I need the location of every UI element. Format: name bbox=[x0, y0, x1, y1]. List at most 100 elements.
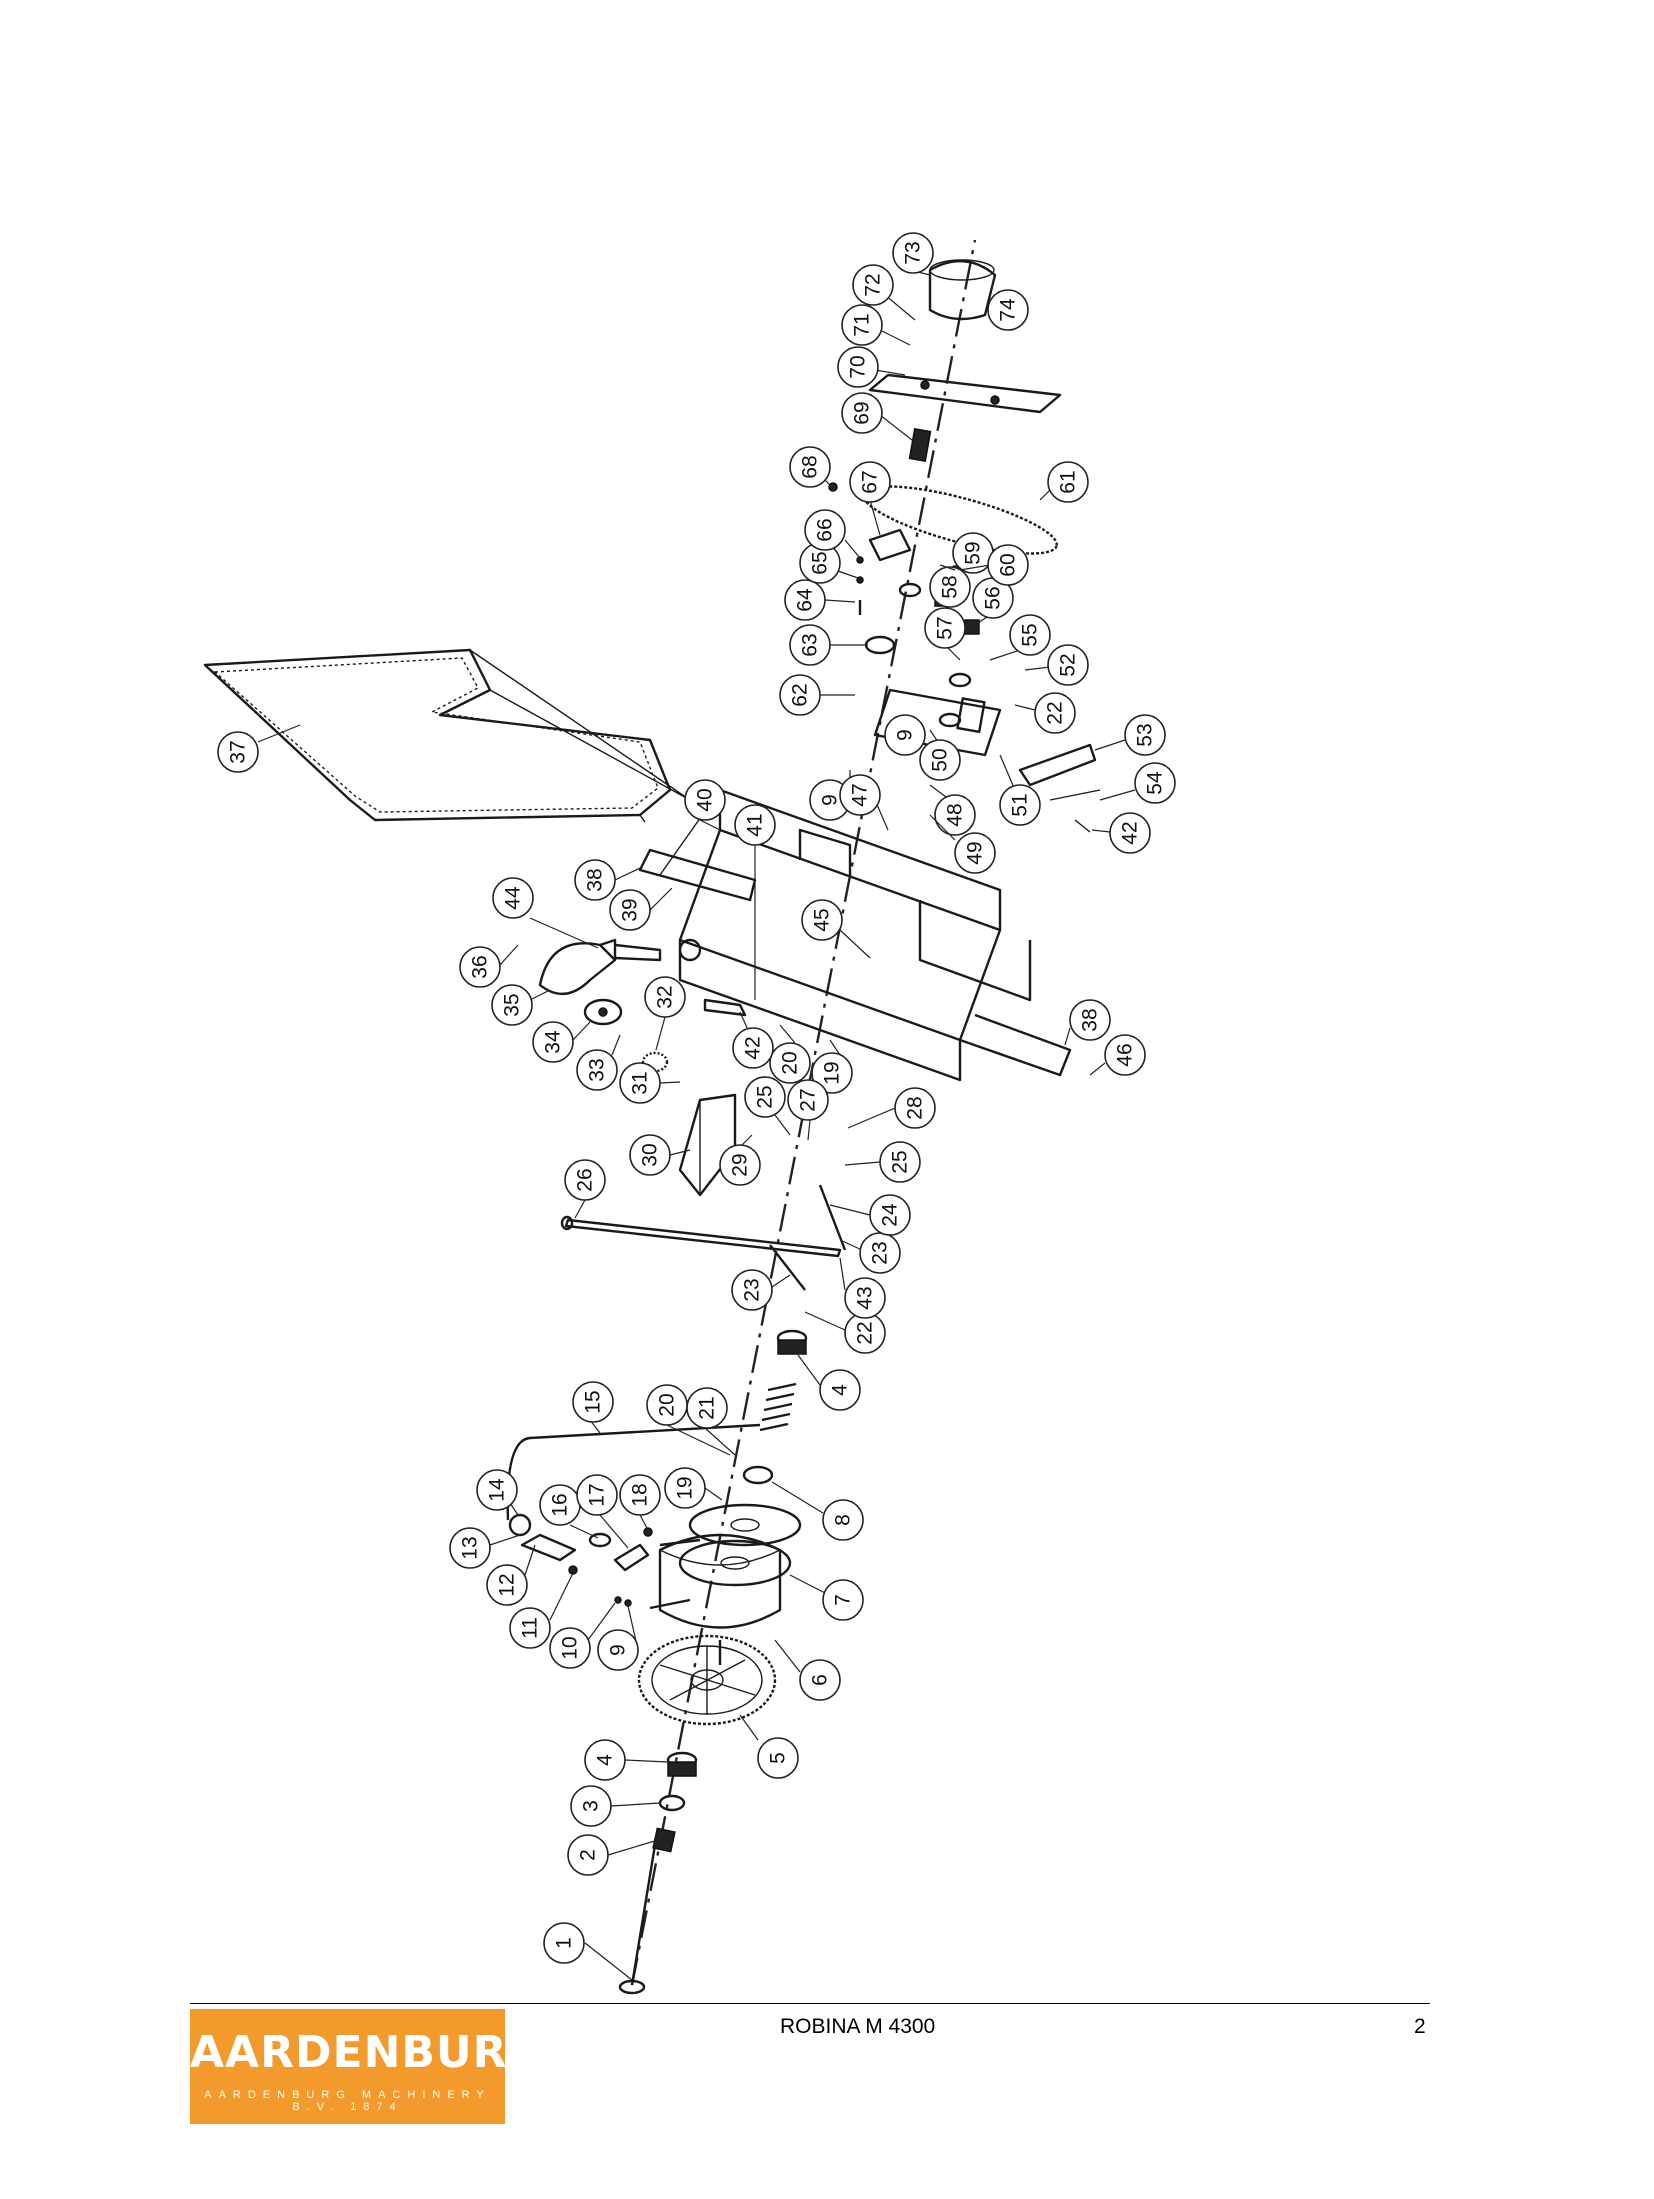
callout-59: 59 bbox=[939, 532, 994, 574]
svg-text:22: 22 bbox=[854, 1321, 877, 1344]
callout-14: 14 bbox=[476, 1469, 519, 1516]
callout-62: 62 bbox=[779, 674, 855, 716]
svg-text:17: 17 bbox=[586, 1483, 609, 1506]
callout-23a: 23 bbox=[731, 1269, 791, 1311]
svg-text:24: 24 bbox=[879, 1203, 902, 1227]
svg-text:23: 23 bbox=[741, 1278, 764, 1301]
callout-50: 50 bbox=[919, 729, 961, 781]
callout-36: 36 bbox=[459, 944, 519, 988]
part-top-assembly bbox=[868, 259, 1062, 463]
svg-text:5: 5 bbox=[767, 1752, 790, 1764]
svg-text:1: 1 bbox=[553, 1937, 576, 1949]
callout-30: 30 bbox=[629, 1134, 691, 1176]
svg-text:66: 66 bbox=[814, 518, 837, 541]
callout-31: 31 bbox=[619, 1062, 681, 1104]
callout-67: 67 bbox=[849, 461, 891, 536]
callout-38a: 38 bbox=[574, 859, 641, 901]
callout-12: 12 bbox=[486, 1544, 536, 1606]
svg-text:44: 44 bbox=[502, 886, 525, 910]
part-threaded-nut bbox=[652, 1827, 676, 1853]
svg-text:46: 46 bbox=[1114, 1043, 1137, 1066]
callout-24: 24 bbox=[829, 1194, 911, 1236]
svg-text:12: 12 bbox=[496, 1573, 519, 1596]
svg-text:28: 28 bbox=[904, 1096, 927, 1119]
callout-29: 29 bbox=[719, 1134, 761, 1186]
part-grid-tray bbox=[203, 648, 691, 823]
svg-text:22: 22 bbox=[1044, 701, 1067, 724]
svg-text:25: 25 bbox=[754, 1085, 777, 1108]
callout-41: 41 bbox=[734, 804, 776, 1000]
svg-text:43: 43 bbox=[854, 1286, 877, 1309]
svg-text:42: 42 bbox=[742, 1036, 765, 1059]
callout-42b: 42 bbox=[1091, 812, 1151, 854]
svg-text:48: 48 bbox=[944, 803, 967, 826]
callout-61: 61 bbox=[1039, 461, 1089, 503]
callout-18: 18 bbox=[619, 1474, 661, 1531]
page-number: 2 bbox=[1414, 2015, 1426, 2038]
part-ring bbox=[742, 1465, 774, 1485]
callout-66: 66 bbox=[804, 509, 861, 559]
svg-text:9: 9 bbox=[607, 1644, 630, 1656]
svg-text:15: 15 bbox=[582, 1390, 605, 1413]
callout-19b: 19 bbox=[811, 1039, 853, 1094]
svg-text:72: 72 bbox=[862, 273, 885, 296]
svg-text:25: 25 bbox=[889, 1150, 912, 1173]
svg-text:60: 60 bbox=[997, 553, 1020, 576]
callout-38b: 38 bbox=[1064, 999, 1111, 1046]
part-plate bbox=[583, 998, 623, 1026]
part-arm bbox=[769, 1184, 847, 1291]
exploded-parts-diagram: 1 2 3 4 4 5 6 7 8 9 9 9 10 11 12 13 14 1… bbox=[203, 232, 1176, 1995]
svg-text:29: 29 bbox=[729, 1153, 752, 1176]
callout-34: 34 bbox=[532, 1021, 591, 1063]
callout-47: 47 bbox=[839, 774, 889, 831]
part-disc bbox=[678, 1539, 792, 1587]
part-shaft bbox=[560, 1215, 842, 1258]
svg-text:54: 54 bbox=[1144, 771, 1167, 795]
svg-text:57: 57 bbox=[934, 616, 957, 639]
callout-28: 28 bbox=[847, 1087, 936, 1129]
svg-text:9: 9 bbox=[894, 729, 917, 741]
callout-39: 39 bbox=[609, 887, 673, 931]
svg-text:42: 42 bbox=[1119, 821, 1142, 844]
callout-55: 55 bbox=[989, 614, 1051, 661]
callout-9a: 9 bbox=[597, 1605, 639, 1671]
svg-text:38: 38 bbox=[1079, 1008, 1102, 1031]
callout-16: 16 bbox=[539, 1484, 599, 1539]
callout-23b: 23 bbox=[839, 1232, 901, 1274]
svg-text:64: 64 bbox=[794, 588, 817, 612]
callout-10: 10 bbox=[549, 1602, 616, 1669]
svg-text:34: 34 bbox=[542, 1030, 565, 1054]
logo-subtext: AARDENBURG MACHINERY B.V. 1874 bbox=[204, 2089, 491, 2113]
callout-46: 46 bbox=[1089, 1034, 1146, 1076]
callout-70: 70 bbox=[837, 346, 906, 388]
svg-text:7: 7 bbox=[832, 1594, 855, 1606]
callout-63: 63 bbox=[789, 624, 868, 666]
svg-text:70: 70 bbox=[847, 355, 870, 378]
svg-text:45: 45 bbox=[811, 908, 834, 931]
callout-45: 45 bbox=[801, 899, 871, 959]
svg-text:55: 55 bbox=[1019, 623, 1042, 646]
part-bolt bbox=[618, 1844, 657, 1995]
callout-60: 60 bbox=[959, 544, 1029, 586]
svg-text:21: 21 bbox=[696, 1396, 719, 1419]
svg-text:2: 2 bbox=[577, 1849, 600, 1861]
svg-text:51: 51 bbox=[1009, 793, 1032, 816]
callout-73: 73 bbox=[892, 232, 934, 276]
callout-20b: 20 bbox=[769, 1024, 811, 1084]
svg-text:33: 33 bbox=[586, 1058, 609, 1081]
svg-text:61: 61 bbox=[1057, 470, 1080, 493]
svg-text:47: 47 bbox=[849, 783, 872, 806]
callout-22b: 22 bbox=[1014, 692, 1076, 734]
callout-4b: 4 bbox=[797, 1354, 861, 1411]
company-logo: AARDENBURG AARDENBURG MACHINERY B.V. 187… bbox=[190, 2009, 544, 2124]
callout-25b: 25 bbox=[844, 1141, 921, 1183]
svg-text:19: 19 bbox=[821, 1061, 844, 1084]
callout-21: 21 bbox=[686, 1387, 736, 1456]
callout-22a: 22 bbox=[804, 1311, 886, 1354]
callout-11: 11 bbox=[509, 1572, 574, 1649]
callout-42a: 42 bbox=[732, 1011, 774, 1069]
callout-37: 37 bbox=[217, 724, 301, 773]
callout-64: 64 bbox=[784, 579, 856, 621]
svg-text:73: 73 bbox=[902, 241, 925, 264]
callout-69: 69 bbox=[841, 392, 913, 441]
